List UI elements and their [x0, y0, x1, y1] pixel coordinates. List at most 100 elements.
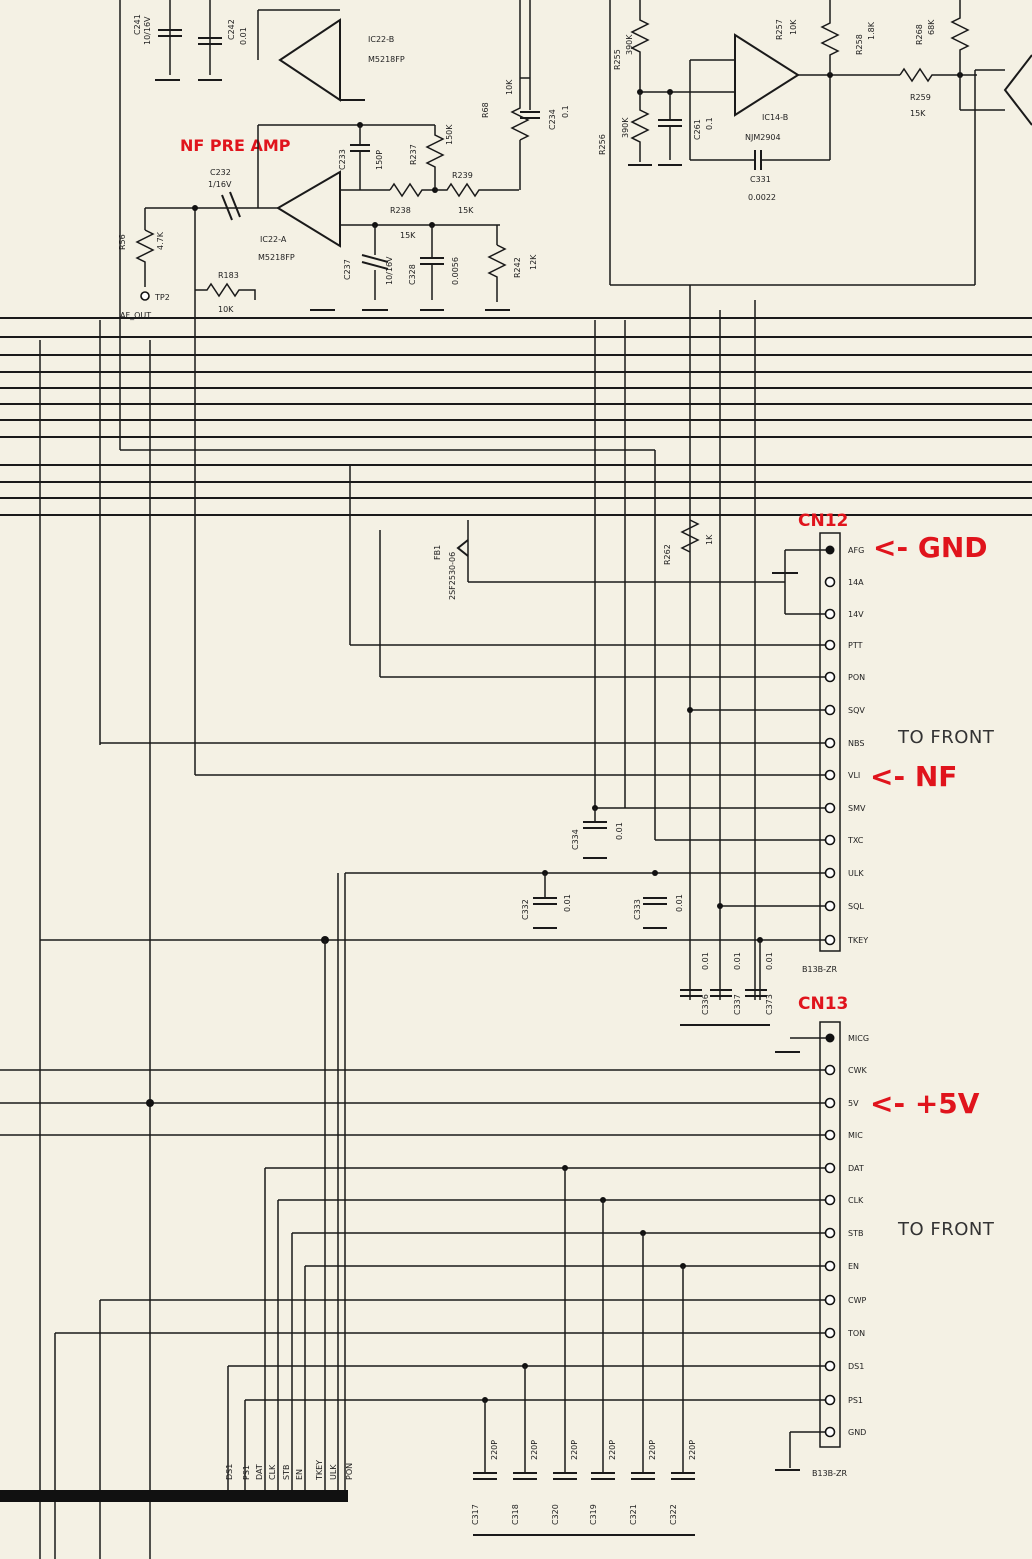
- bus-label: DS1: [225, 1464, 234, 1480]
- cn12-pin-label: ULK: [848, 869, 864, 878]
- bus-label: ULK: [329, 1464, 338, 1480]
- r262-label: R262: [663, 544, 672, 565]
- cn13-pin-label: EN: [848, 1262, 859, 1271]
- ic22a-part: M5218FP: [258, 253, 295, 262]
- r257-label: R257: [775, 19, 784, 40]
- c331-label: C331: [750, 175, 771, 184]
- c242-value: 0.01: [239, 27, 248, 45]
- c319-label: C319: [589, 1504, 598, 1525]
- r56-value: 4.7K: [156, 231, 165, 250]
- c233-label: C233: [338, 149, 347, 170]
- to-front-label-2: TO FRONT: [897, 1219, 995, 1240]
- c232-value: 1/16V: [208, 180, 232, 189]
- nf-annotation: <- NF: [870, 760, 957, 793]
- ic22a-section: C232 1/16V R56 4.7K TP2 AF_OUT R183 10K …: [118, 0, 570, 320]
- cn12-decoupling-caps: C334 0.01 C332 0.01 C333 0.01 0.01 0.01 …: [521, 707, 774, 1026]
- cn13-pin-label: PS1: [848, 1396, 863, 1405]
- cap-value-220p: 220P: [688, 1440, 697, 1460]
- r238-label: R238: [390, 206, 411, 215]
- r239-value: 15K: [458, 206, 474, 215]
- r268-value: 68K: [927, 19, 936, 35]
- bus-label: DAT: [255, 1464, 264, 1480]
- fb1-part: 2SF2530-06: [448, 552, 457, 600]
- c237-label: C237: [343, 259, 352, 280]
- r255-value: 390K: [625, 34, 634, 55]
- cn13-pin-label: CLK: [848, 1196, 864, 1205]
- r259-value: 15K: [910, 109, 926, 118]
- to-front-label-1: TO FRONT: [897, 727, 995, 748]
- tp2-label: TP2: [154, 293, 170, 302]
- cn12-part-number: B13B-ZR: [802, 965, 838, 974]
- ic14b-section: R255 390K R256 390K C261 0.1 C331 0.0022…: [598, 0, 1032, 286]
- c321-label: C321: [629, 1504, 638, 1525]
- c320-label: C320: [551, 1504, 560, 1525]
- bus-fanout: DS1 PS1 DAT CLK STB EN TKEY ULK PON: [0, 873, 354, 1559]
- nf-pre-amp-annotation: NF PRE AMP: [180, 136, 291, 155]
- cn13-pin-label: 5V: [848, 1099, 859, 1108]
- cap-value-220p: 220P: [530, 1440, 539, 1460]
- c234-value: 0.1: [561, 105, 570, 118]
- r258-value: 1.8K: [867, 21, 876, 40]
- c331-value: 0.0022: [748, 193, 776, 202]
- r256-label: R256: [598, 134, 607, 155]
- cn12-pin-label: AFG: [848, 546, 864, 555]
- cn13-pin-label: MIC: [848, 1131, 863, 1140]
- cn12-connector: CN12 AFG 14A 14V PTT PON SQV: [40, 511, 995, 974]
- bus-label: PS1: [242, 1465, 251, 1480]
- cn13-connector: CN13 MICG CWK 5V MIC DAT C: [0, 994, 995, 1478]
- c337-value: 0.01: [733, 952, 742, 970]
- c337-label: C337: [733, 994, 742, 1015]
- cn13-part-number: B13B-ZR: [812, 1469, 848, 1478]
- r56-label: R56: [118, 234, 127, 250]
- cn12-pin-label: PON: [848, 673, 865, 682]
- cn13-pin-label: DS1: [848, 1362, 864, 1371]
- cn12-pin-label: PTT: [848, 641, 863, 650]
- cn12-pin-label: VLI: [848, 771, 860, 780]
- r258-label: R258: [855, 34, 864, 55]
- c233-value: 150P: [375, 150, 384, 170]
- c318-label: C318: [511, 1504, 520, 1525]
- c336-label: C336: [701, 994, 710, 1015]
- c373-value: 0.01: [765, 952, 774, 970]
- r268-label: R268: [915, 24, 924, 45]
- ic22a-label: IC22-A: [260, 235, 287, 244]
- cn13-pin-label: GND: [848, 1428, 866, 1437]
- cn12-title: CN12: [798, 511, 848, 531]
- cap-value-220p: 220P: [570, 1440, 579, 1460]
- c332-label: C332: [521, 899, 530, 920]
- c234-label: C234: [548, 109, 557, 130]
- r262-resistor: R262 1K: [663, 519, 714, 565]
- fb1-label: FB1: [433, 545, 442, 560]
- bus-label: TKEY: [315, 1460, 324, 1481]
- bus-label: CLK: [268, 1464, 277, 1480]
- r183-value: 10K: [218, 305, 234, 314]
- cn12-pin-label: TKEY: [847, 936, 868, 945]
- r259-label: R259: [910, 93, 931, 102]
- cn13-pin-label: MICG: [848, 1034, 869, 1043]
- r242-label: R242: [513, 257, 522, 278]
- r242-value: 12K: [529, 254, 538, 270]
- r183-label: R183: [218, 271, 239, 280]
- c336-value: 0.01: [701, 952, 710, 970]
- c328-value: 0.0056: [451, 257, 460, 285]
- c373-label: C373: [765, 994, 774, 1015]
- bus-label: STB: [282, 1465, 291, 1480]
- r255-label: R255: [613, 49, 622, 70]
- c241-value: 10/16V: [143, 16, 152, 45]
- cn12-pin-label: SQV: [848, 706, 865, 715]
- cap-value-220p: 220P: [648, 1440, 657, 1460]
- r242-mid-value: 15K: [400, 231, 416, 240]
- c322-label: C322: [669, 1504, 678, 1525]
- bus-label: PON: [345, 1463, 354, 1480]
- r262-value: 1K: [705, 534, 714, 545]
- cn12-pin-label: TXC: [847, 836, 864, 845]
- c334-label: C334: [571, 829, 580, 850]
- r257-value: 10K: [789, 19, 798, 35]
- cn13-pin-label: TON: [847, 1329, 865, 1338]
- cn13-pin-label: STB: [848, 1229, 863, 1238]
- cap-value-220p: 220P: [608, 1440, 617, 1460]
- c261-label: C261: [693, 119, 702, 140]
- gnd-annotation: <- GND: [873, 531, 988, 564]
- r68-value: 10K: [505, 79, 514, 95]
